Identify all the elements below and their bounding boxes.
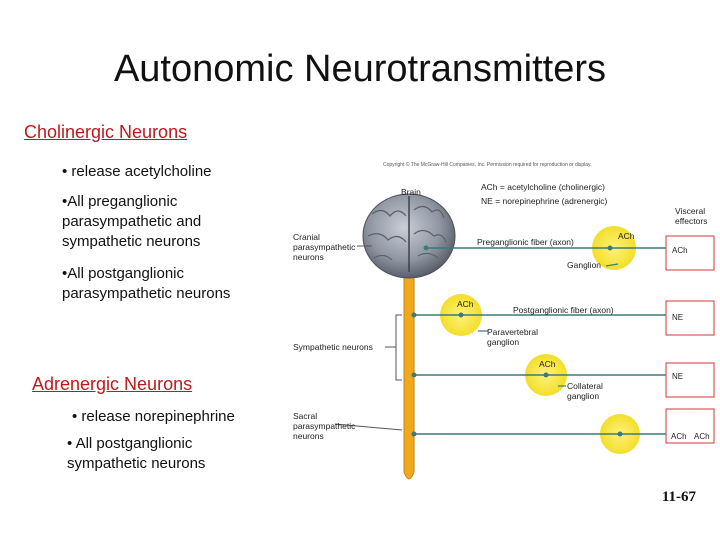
- ach-label-cranial: ACh: [618, 231, 635, 241]
- cranial-label: Cranial parasympathetic neurons: [293, 232, 356, 262]
- effector-box-3: [665, 362, 715, 398]
- cholinergic-bullet-1: • release acetylcholine: [62, 163, 212, 180]
- postganglionic-label: Postganglionic fiber (axon): [513, 305, 614, 315]
- paravertebral-label: Paravertebral ganglion: [487, 327, 539, 347]
- cholinergic-bullet-2: •All preganglionic parasympathetic and s…: [62, 193, 202, 250]
- sympathetic-label: Sympathetic neurons: [293, 342, 373, 352]
- ach-label-paravertebral: ACh: [457, 299, 474, 309]
- effector-3-label: NE: [672, 372, 684, 381]
- nerve-fibers: [414, 247, 712, 435]
- effector-box-1: [665, 235, 715, 271]
- effector-4b-label: ACh: [694, 432, 710, 441]
- effector-box-4: [665, 408, 715, 444]
- effector-4a-label: ACh: [671, 432, 687, 441]
- ach-label-collateral: ACh: [539, 359, 556, 369]
- adrenergic-heading: Adrenergic Neurons: [32, 374, 193, 394]
- effector-2-label: NE: [672, 313, 684, 322]
- legend-ach: ACh = acetylcholine (cholinergic): [481, 182, 606, 192]
- ganglion-label: Ganglion: [567, 260, 602, 270]
- cholinergic-bullet-3: •All postganglionic parasympathetic neur…: [62, 265, 231, 302]
- adrenergic-bullet-2: • All postganglionic sympathetic neurons: [67, 435, 206, 472]
- adrenergic-bullet-1: • release norepinephrine: [72, 408, 235, 425]
- preganglionic-label: Preganglionic fiber (axon): [477, 237, 574, 247]
- legend-ne: NE = norepinephrine (adrenergic): [481, 196, 608, 206]
- cholinergic-heading: Cholinergic Neurons: [24, 122, 188, 142]
- sympathetic-bracket: [385, 314, 402, 381]
- spinal-cord: [403, 269, 415, 480]
- slide-title: Autonomic Neurotransmitters: [113, 48, 607, 90]
- slide-number: 11-67: [661, 489, 696, 505]
- brain-label: Brain: [401, 187, 421, 197]
- effector-box-2: [665, 300, 715, 336]
- visceral-effectors-label: Visceral effectors: [675, 206, 708, 226]
- copyright-notice: Copyright © The McGraw-Hill Companies, I…: [383, 162, 592, 168]
- effector-1-label: ACh: [672, 246, 688, 255]
- sacral-label: Sacral parasympathetic neurons: [293, 411, 356, 441]
- collateral-label: Collateral ganglion: [567, 381, 603, 401]
